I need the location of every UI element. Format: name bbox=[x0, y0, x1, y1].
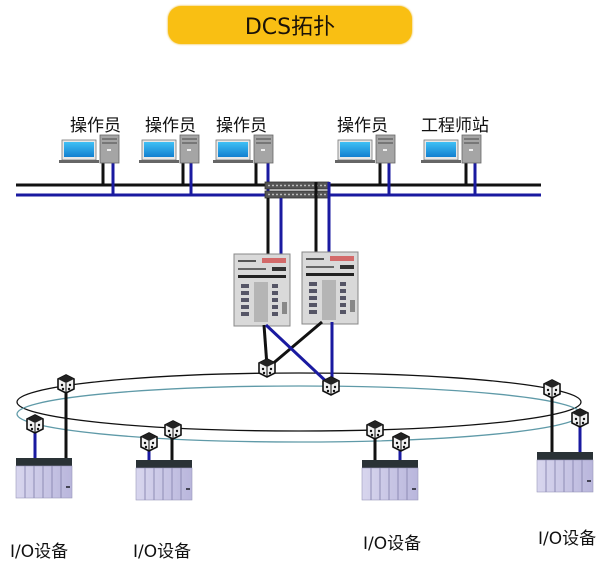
operator-workstation-icon[interactable] bbox=[334, 134, 396, 164]
workstation-label: 操作员 bbox=[70, 116, 121, 136]
ring-switch-icon[interactable] bbox=[543, 379, 561, 399]
workstation-label: 操作员 bbox=[216, 116, 267, 136]
engineer-workstation-icon[interactable] bbox=[420, 134, 482, 164]
ring-switch-icon[interactable] bbox=[322, 376, 340, 396]
controller-uplinks bbox=[266, 182, 331, 254]
io-ring-a bbox=[16, 372, 582, 432]
operator-workstation-icon[interactable] bbox=[212, 134, 274, 164]
io-rack-icon[interactable] bbox=[15, 457, 73, 499]
ring-switch-icon[interactable] bbox=[366, 420, 384, 440]
controller-cabinet-icon[interactable] bbox=[233, 253, 291, 327]
controller-ring-links bbox=[262, 320, 334, 387]
workstation-label: 操作员 bbox=[145, 116, 196, 136]
io-rack-icon[interactable] bbox=[536, 451, 594, 493]
network-switch-icon[interactable] bbox=[264, 181, 330, 199]
workstation-label: 操作员 bbox=[337, 116, 388, 136]
controller-cabinet-icon[interactable] bbox=[301, 251, 359, 325]
workstation-drops bbox=[101, 160, 477, 195]
ring-switch-icon[interactable] bbox=[571, 408, 589, 428]
ring-switch-icon[interactable] bbox=[164, 420, 182, 440]
operator-workstation-icon[interactable] bbox=[58, 134, 120, 164]
io-drops bbox=[33, 384, 582, 468]
io-label: I/O设备 bbox=[133, 542, 192, 562]
io-rack-icon[interactable] bbox=[135, 459, 193, 501]
ring-switch-icon[interactable] bbox=[392, 432, 410, 452]
ring-switch-icon[interactable] bbox=[140, 432, 158, 452]
operator-workstation-icon[interactable] bbox=[138, 134, 200, 164]
ring-switch-icon[interactable] bbox=[26, 414, 44, 434]
ring-switch-icon[interactable] bbox=[258, 358, 276, 378]
workstation-label: 工程师站 bbox=[421, 116, 489, 136]
io-label: I/O设备 bbox=[363, 534, 422, 554]
io-rack-icon[interactable] bbox=[361, 459, 419, 501]
diagram-title-text: DCS拓扑 bbox=[244, 15, 336, 40]
io-label: I/O设备 bbox=[10, 542, 69, 562]
ring-switch-icon[interactable] bbox=[57, 374, 75, 394]
io-label: I/O设备 bbox=[538, 529, 597, 549]
diagram-title: DCS拓扑 bbox=[168, 6, 412, 44]
io-ring-b bbox=[16, 385, 582, 443]
